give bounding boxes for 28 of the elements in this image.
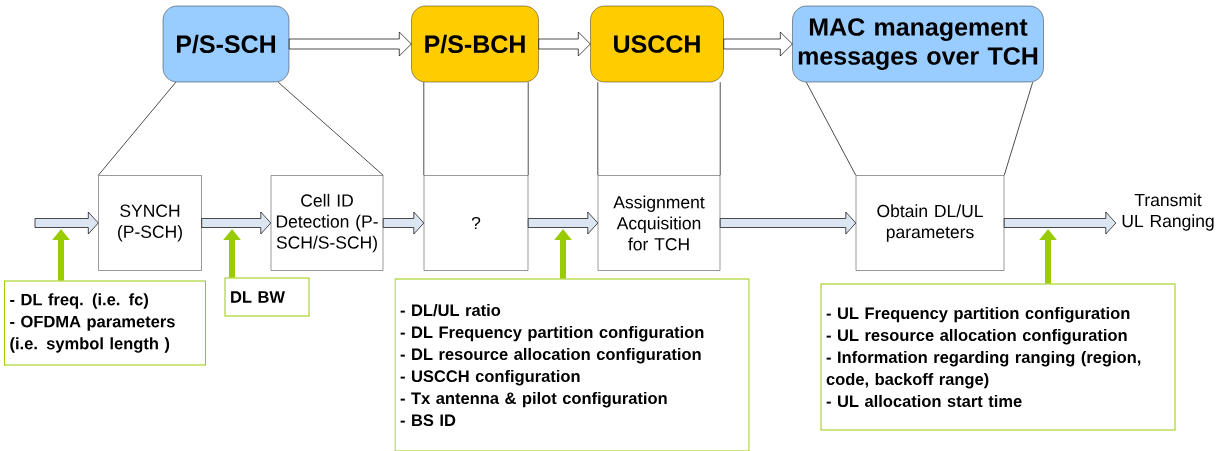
connector-line	[597, 81, 721, 176]
arrow	[1003, 211, 1117, 235]
connector-line	[423, 81, 529, 176]
arrow	[201, 211, 272, 235]
connector-line	[97, 81, 177, 176]
channel-box: MAC management messages over TCH	[792, 5, 1044, 83]
process-box: Obtain DL/UL parameters	[855, 175, 1005, 271]
channel-box: USCCH	[590, 5, 724, 83]
arrow	[34, 211, 99, 235]
arrow	[719, 211, 857, 235]
process-box: SYNCH (P-SCH)	[98, 175, 202, 271]
end-label: Transmit UL Ranging	[1122, 193, 1214, 231]
parameter-box: - UL Frequency partition configuration - UL resource allocation configuration - Information regarding ranging (region, code, backoff range) - UL allocation start time	[820, 283, 1176, 431]
channel-box: P/S-BCH	[411, 5, 539, 83]
connector-line	[805, 81, 1034, 176]
parameter-box: DL BW	[224, 277, 310, 317]
arrow	[538, 31, 591, 57]
arrow	[288, 31, 412, 57]
arrow	[723, 31, 793, 57]
arrow	[382, 211, 425, 235]
process-box: ?	[423, 175, 529, 271]
arrow	[527, 211, 599, 235]
parameter-box: - DL/UL ratio - DL Frequency partition configuration - DL resource allocation configuration - USCCH configuration - Tx antenna & pilot configuration - BS ID	[394, 278, 750, 451]
process-box: Assignment Acquisition for TCH	[597, 175, 721, 271]
process-box: Cell ID Detection (P-SCH/S-SCH)	[270, 175, 384, 271]
channel-box: P/S-SCH	[162, 5, 290, 83]
connector-line	[277, 81, 384, 176]
parameter-box: - DL freq. (i.e. fc) - OFDMA parameters (i.e. symbol length )	[4, 280, 206, 366]
